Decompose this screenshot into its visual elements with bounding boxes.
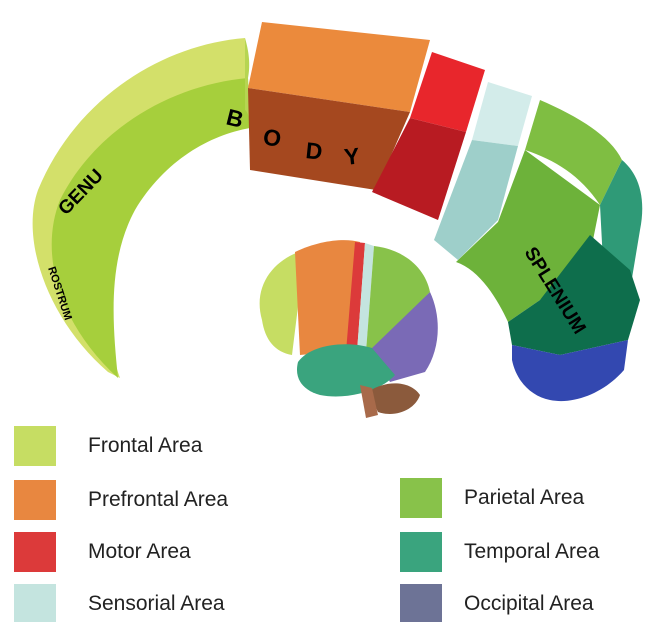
- legend-item-parietal: Parietal Area: [400, 478, 584, 518]
- legend-label: Frontal Area: [88, 434, 202, 458]
- brain-illustration: [260, 240, 438, 418]
- legend-swatch: [14, 426, 56, 466]
- sensorial-segment-top: [472, 82, 532, 146]
- legend-label: Motor Area: [88, 540, 191, 564]
- legend-label: Temporal Area: [464, 540, 599, 564]
- legend-swatch: [400, 532, 442, 572]
- legend-item-temporal: Temporal Area: [400, 532, 599, 572]
- body-label-letter-4: Y: [343, 143, 361, 170]
- legend-swatch: [14, 532, 56, 572]
- legend-label: Parietal Area: [464, 486, 584, 510]
- legend-swatch: [400, 478, 442, 518]
- legend-item-frontal: Frontal Area: [14, 426, 202, 466]
- legend-item-sensorial: Sensorial Area: [14, 584, 225, 622]
- body-label-letter-3: D: [304, 137, 323, 165]
- legend-label: Prefrontal Area: [88, 488, 228, 512]
- legend-label: Sensorial Area: [88, 592, 225, 616]
- legend-swatch: [400, 584, 442, 622]
- legend-swatch: [14, 584, 56, 622]
- legend-item-occipital: Occipital Area: [400, 584, 594, 622]
- legend-swatch: [14, 480, 56, 520]
- legend-label: Occipital Area: [464, 592, 594, 616]
- corpus-callosum-diagram: GENU ROSTRUM B O D Y SPLENIUM: [0, 0, 646, 420]
- legend-item-prefrontal: Prefrontal Area: [14, 480, 228, 520]
- legend-item-motor: Motor Area: [14, 532, 191, 572]
